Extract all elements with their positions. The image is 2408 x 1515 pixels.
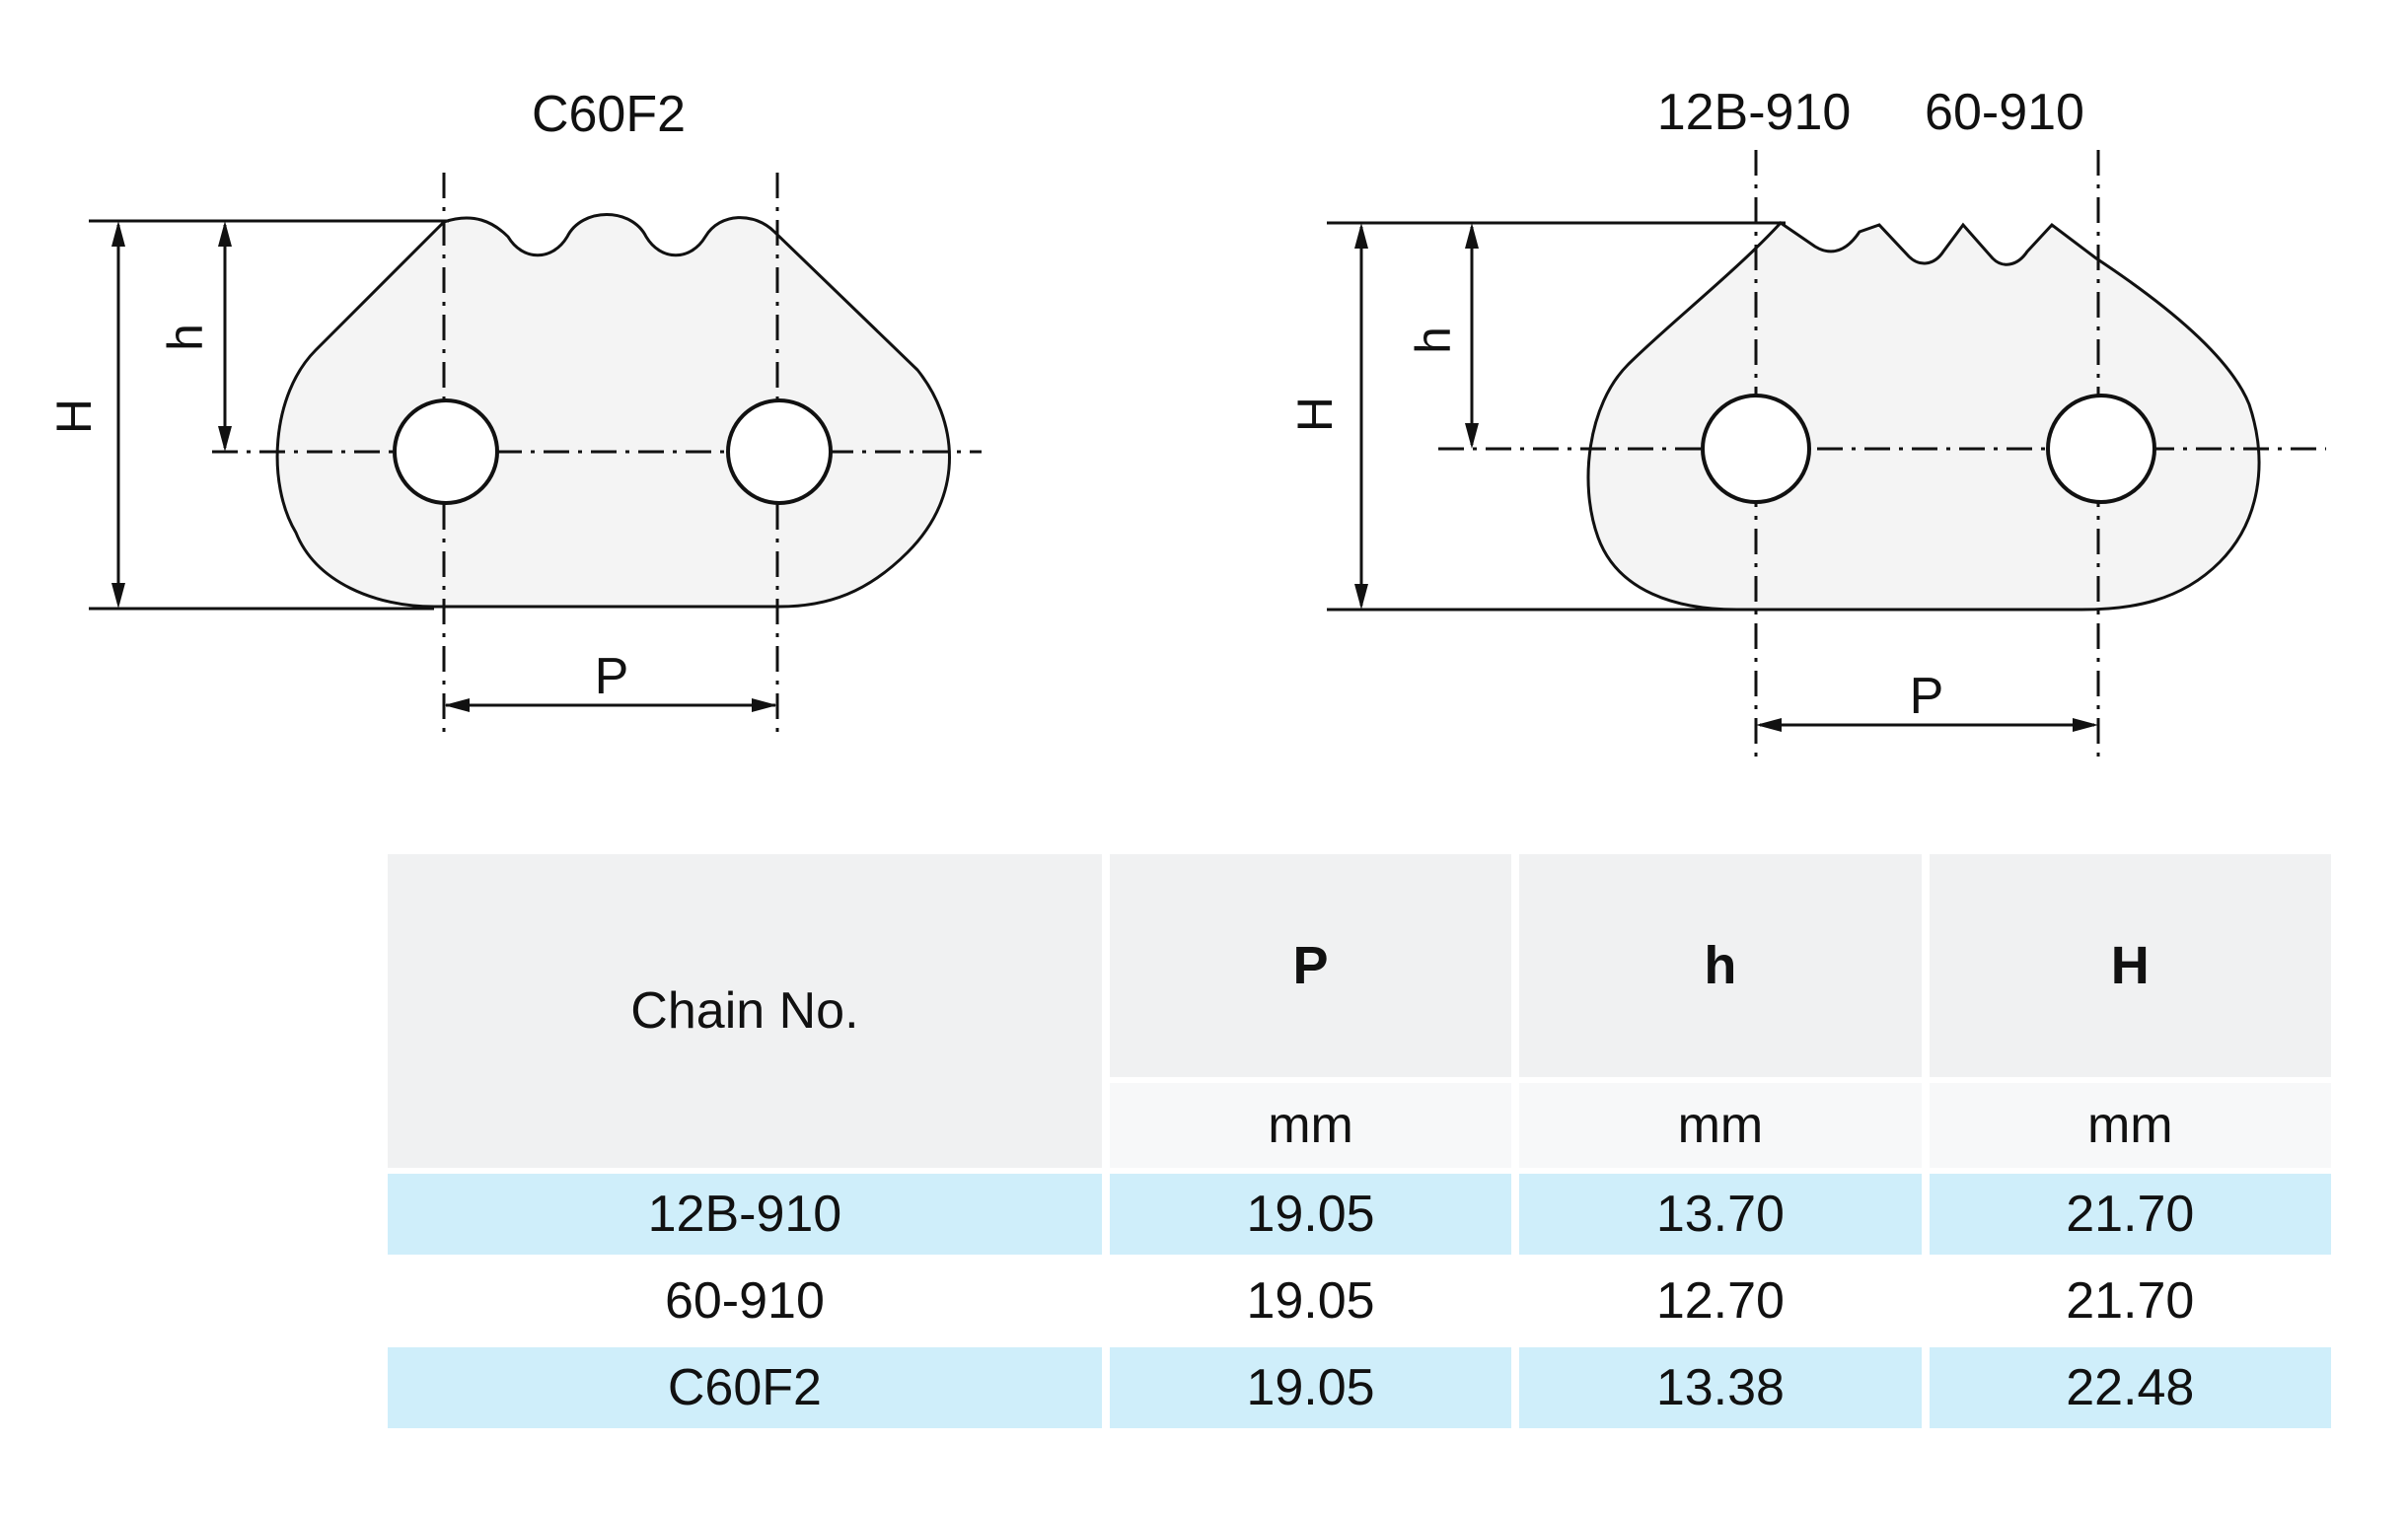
c60f2-h-arrow-bottom — [218, 426, 232, 452]
c60f2-P-arrow-left — [444, 698, 470, 712]
c60f2-h-arrow-top — [218, 221, 232, 247]
12b-910-60-910-diagram: 12B-910 60-910 H h P — [1287, 84, 2326, 761]
c60f2-h-label: h — [158, 324, 213, 351]
unit-h-large: mm — [1929, 1083, 2331, 1168]
cell-p: 19.05 — [1109, 1347, 1512, 1428]
cell-p: 19.05 — [1109, 1174, 1512, 1255]
12b-910-plate-outline — [1586, 221, 2261, 612]
12b-910-P-arrow-right — [2073, 718, 2098, 732]
table-row: C60F2 19.05 13.38 22.48 — [388, 1347, 2331, 1428]
cell-h-large: 21.70 — [1929, 1174, 2331, 1255]
table-unit-row: mm mm mm — [388, 1083, 2331, 1168]
cell-chain: 60-910 — [388, 1261, 1102, 1341]
cell-h-large: 21.70 — [1929, 1261, 2331, 1341]
c60f2-diagram: C60F2 H h P — [46, 86, 982, 738]
cell-h-small: 13.70 — [1519, 1174, 1922, 1255]
header-p: P — [1109, 854, 1512, 1077]
12b-910-h-label: h — [1406, 326, 1461, 354]
cell-h-small: 13.38 — [1519, 1347, 1922, 1428]
cell-chain: C60F2 — [388, 1347, 1102, 1428]
chain-link-drawings: C60F2 H h P 12B-910 60-910 — [46, 84, 2326, 761]
12b-910-H-arrow-bottom — [1354, 584, 1368, 610]
cell-p: 19.05 — [1109, 1261, 1512, 1341]
unit-h-small: mm — [1519, 1083, 1922, 1168]
table-row: 60-910 19.05 12.70 21.70 — [388, 1261, 2331, 1341]
header-chain-no: Chain No. — [388, 854, 1102, 1168]
12b-910-h-arrow-bottom — [1465, 423, 1479, 449]
c60f2-H-label: H — [46, 398, 102, 434]
12b-910-H-label: H — [1287, 397, 1343, 432]
c60f2-left-hole — [393, 398, 499, 505]
12b-910-left-hole — [1701, 394, 1811, 504]
header-h-small: h — [1519, 854, 1922, 1077]
60-910-title: 60-910 — [1925, 84, 2084, 141]
chain-spec-table: Chain No. P h H mm mm mm 12B-910 19.05 1… — [380, 848, 2339, 1434]
c60f2-title: C60F2 — [532, 86, 686, 143]
12b-910-P-label: P — [1910, 668, 1944, 725]
cell-chain: 12B-910 — [388, 1174, 1102, 1255]
c60f2-right-hole — [726, 398, 833, 505]
unit-p: mm — [1109, 1083, 1512, 1168]
cell-h-small: 12.70 — [1519, 1261, 1922, 1341]
c60f2-P-arrow-right — [752, 698, 777, 712]
cell-h-large: 22.48 — [1929, 1347, 2331, 1428]
c60f2-H-arrow-bottom — [111, 583, 125, 609]
c60f2-plate-outline — [275, 213, 951, 609]
table-header-row: Chain No. P h H — [388, 854, 2331, 1168]
table-row: 12B-910 19.05 13.70 21.70 — [388, 1174, 2331, 1255]
12b-910-h-arrow-top — [1465, 223, 1479, 249]
12b-910-title: 12B-910 — [1657, 84, 1852, 141]
12b-910-P-arrow-left — [1756, 718, 1782, 732]
12b-910-H-arrow-top — [1354, 223, 1368, 249]
12b-910-right-hole — [2046, 394, 2156, 504]
c60f2-P-label: P — [595, 648, 629, 705]
header-h-large: H — [1929, 854, 2331, 1077]
c60f2-H-arrow-top — [111, 221, 125, 247]
